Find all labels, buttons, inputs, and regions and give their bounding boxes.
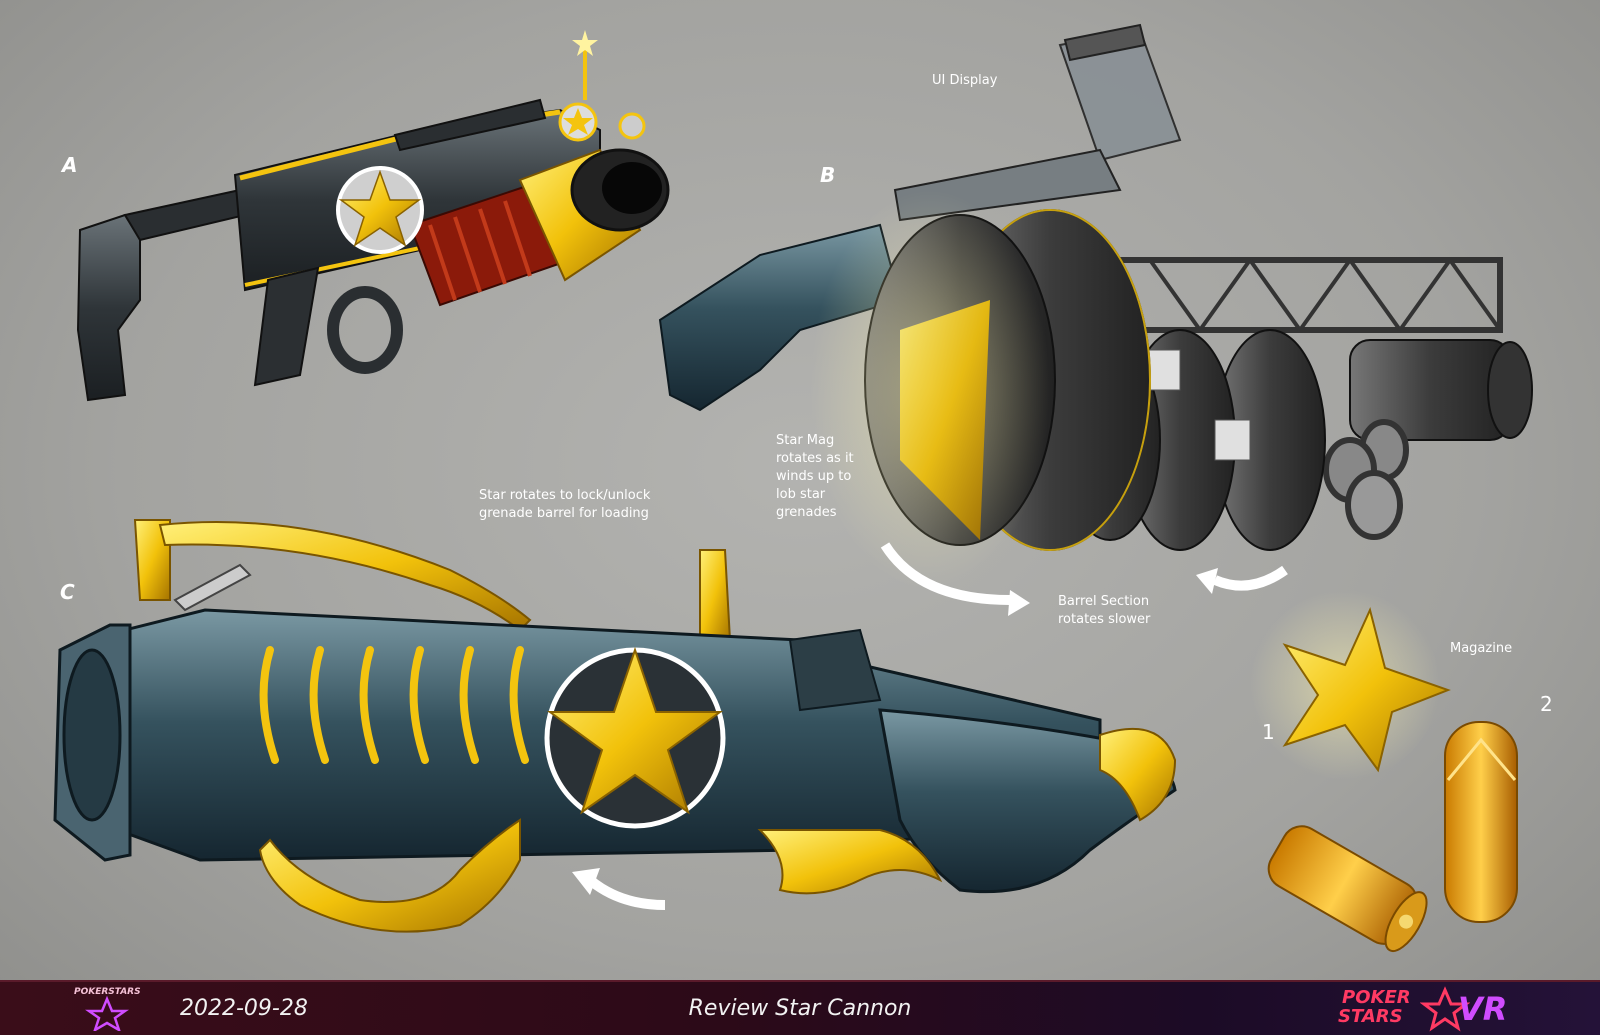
footer-bar: POKERSTARS 2022-09-28 Review Star Cannon…	[0, 980, 1600, 1035]
star-mag-note: Star Mag rotates as it winds up to lob s…	[776, 432, 854, 522]
star-mag-line-5: grenades	[776, 505, 837, 520]
star-icon	[85, 995, 129, 1031]
star-mag-line-2: rotates as it	[776, 451, 854, 466]
item-number-1: 1	[1262, 720, 1275, 744]
ui-display-label: UI Display	[932, 73, 998, 88]
star-rotates-line-1: Star rotates to lock/unlock	[479, 488, 651, 503]
logo-star-icon	[1420, 986, 1470, 1032]
weapon-artwork	[53, 23, 1533, 953]
weapon-a	[76, 30, 670, 402]
label-a: A	[62, 153, 78, 177]
star-rotates-note: Star rotates to lock/unlock grenade barr…	[479, 487, 650, 523]
label-c: C	[60, 580, 75, 604]
barrel-line-2: rotates slower	[1058, 612, 1151, 627]
magazine-items	[1250, 590, 1518, 953]
item-number-2: 2	[1540, 692, 1553, 716]
pokerstars-vr-small-logo: POKERSTARS	[74, 987, 141, 1031]
review-date: 2022-09-28	[180, 996, 308, 1021]
star-mag-line-4: lob star	[776, 487, 826, 502]
pokerstars-vr-logo: POKER STARS VR	[1338, 986, 1558, 1032]
star-mag-line-1: Star Mag	[776, 433, 835, 448]
logo-small-text: POKERSTARS	[74, 987, 141, 997]
logo-word-poker: POKER	[1342, 987, 1411, 1008]
star-rotates-line-2: grenade barrel for loading	[479, 506, 649, 521]
review-title: Review Star Cannon	[688, 996, 912, 1021]
weapon-b	[658, 23, 1533, 616]
weapon-c	[53, 519, 1177, 933]
barrel-section-note: Barrel Section rotates slower	[1058, 593, 1150, 629]
barrel-line-1: Barrel Section	[1058, 594, 1150, 609]
logo-word-vr: VR	[1458, 990, 1508, 1028]
star-mag-line-3: winds up to	[776, 469, 852, 484]
logo-word-stars: STARS	[1338, 1006, 1403, 1027]
label-b: B	[820, 163, 836, 187]
magazine-label: Magazine	[1450, 641, 1513, 656]
